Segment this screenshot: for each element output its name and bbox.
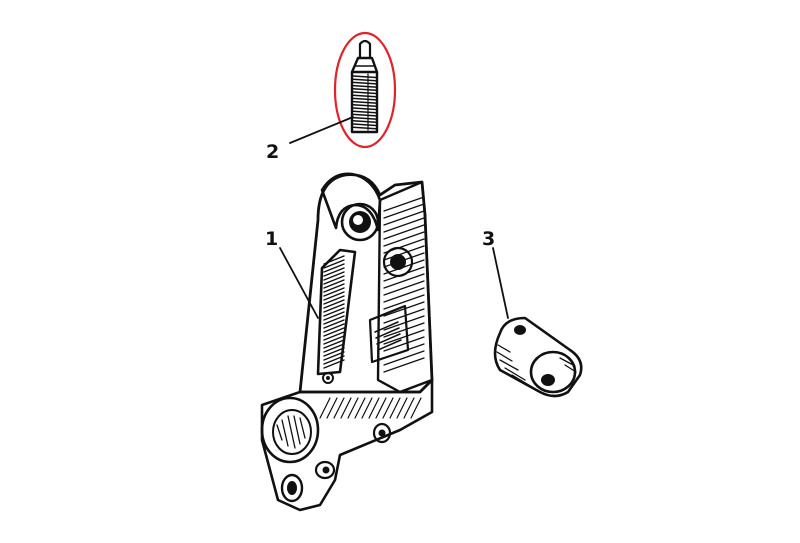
part-2-threaded-pin bbox=[350, 39, 379, 134]
leader-line-3 bbox=[492, 247, 509, 319]
callout-2: 2 bbox=[266, 141, 279, 163]
leader-line-1 bbox=[279, 247, 319, 319]
part-3-cylinder bbox=[493, 316, 583, 398]
callout-1: 1 bbox=[265, 228, 278, 250]
part-1-sight-block bbox=[260, 172, 434, 512]
leader-line-2 bbox=[289, 116, 354, 144]
callout-3: 3 bbox=[482, 228, 495, 250]
highlight-circle bbox=[333, 31, 397, 149]
